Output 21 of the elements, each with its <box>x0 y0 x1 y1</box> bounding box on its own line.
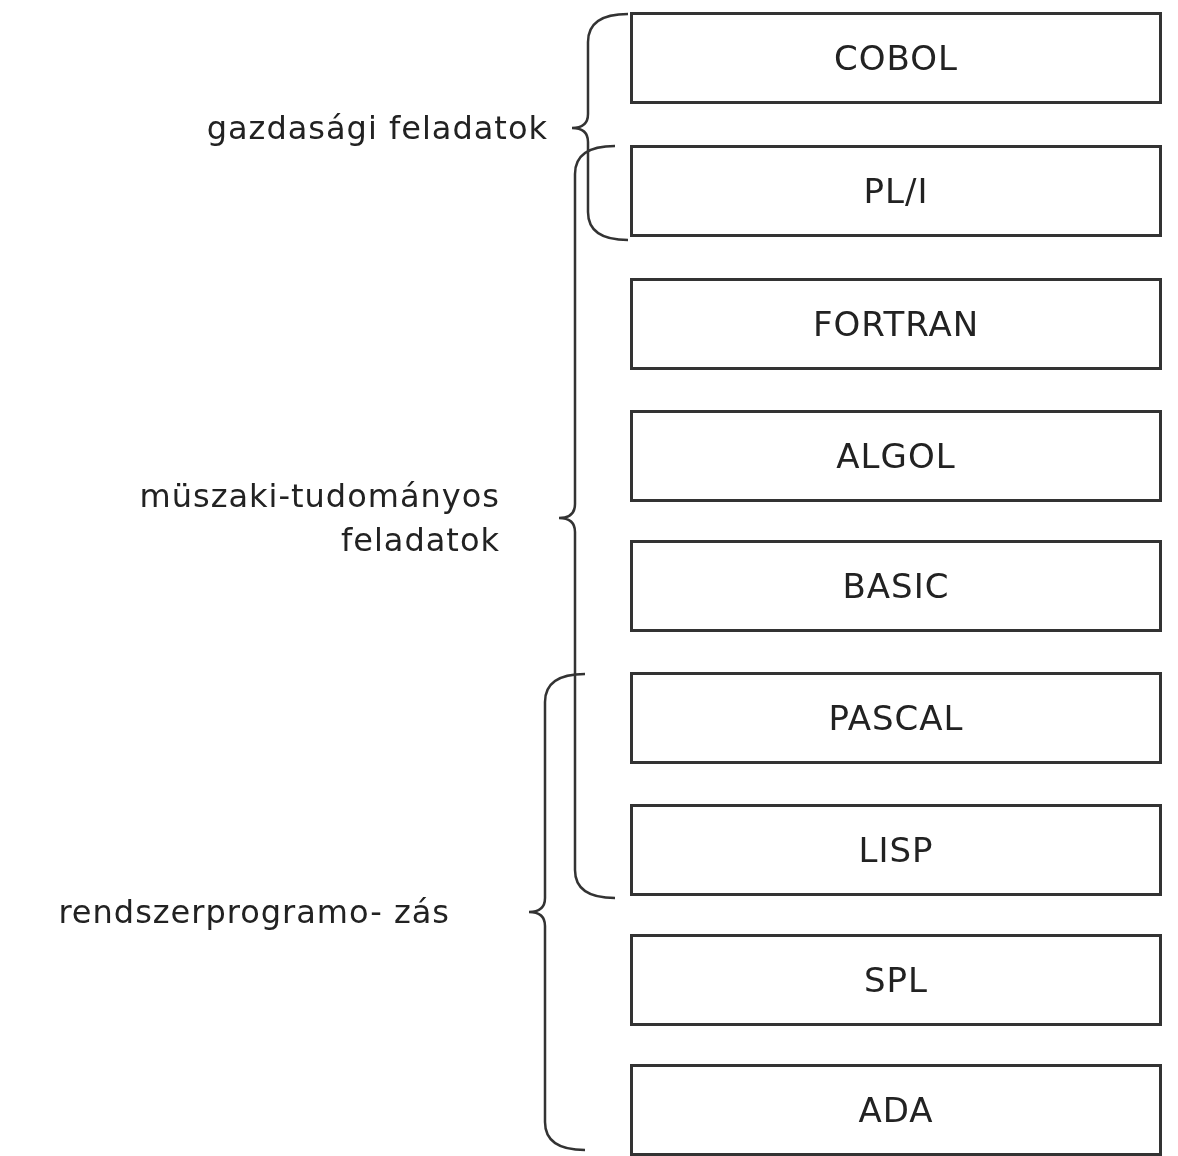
language-name: PL/I <box>863 171 929 211</box>
language-name: ALGOL <box>836 436 956 476</box>
language-name: ADA <box>858 1090 934 1130</box>
language-box <box>630 540 1162 632</box>
language-box <box>630 1064 1162 1156</box>
group-label: rendszerprogramo- zás <box>57 892 450 933</box>
language-box <box>630 278 1162 370</box>
language-box <box>630 12 1162 104</box>
language-name: SPL <box>864 960 928 1000</box>
language-name: COBOL <box>834 38 958 78</box>
language-box <box>630 804 1162 896</box>
language-box <box>630 410 1162 502</box>
language-box <box>630 145 1162 237</box>
language-name: BASIC <box>842 566 950 606</box>
language-box <box>630 672 1162 764</box>
group-label: müszaki-tudományos feladatok <box>138 476 500 561</box>
language-name: LISP <box>858 830 934 870</box>
language-name: PASCAL <box>828 698 964 738</box>
language-name: FORTRAN <box>812 304 980 344</box>
group-label: gazdasági feladatok <box>205 108 548 149</box>
language-box <box>630 934 1162 1026</box>
